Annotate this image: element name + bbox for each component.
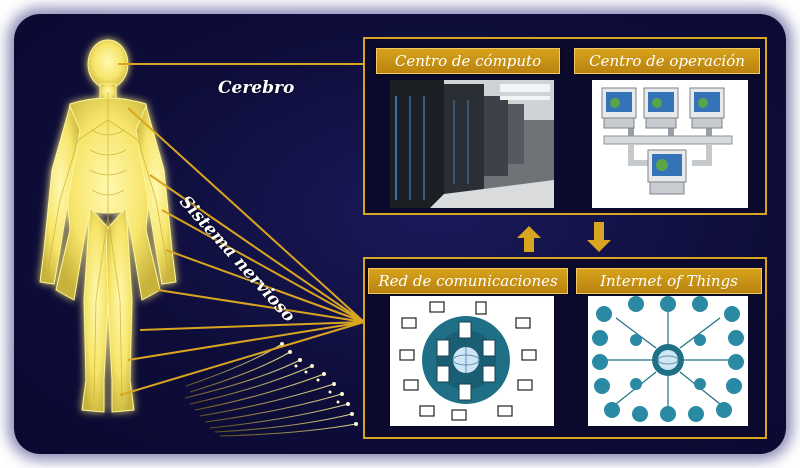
computing-center-label: Centro de cómputo — [376, 48, 560, 74]
fiber-optic-bundle — [184, 343, 357, 437]
communications-network-label: Red de comunicaciones — [368, 268, 568, 294]
globe-icon — [452, 347, 480, 373]
computer-icons — [399, 301, 537, 421]
arrow-up-icon — [517, 226, 541, 252]
communications-network-graphic — [390, 296, 554, 426]
iot-device-icons — [592, 296, 744, 422]
operation-center-diagram — [592, 80, 748, 208]
nerve-connector-lines — [119, 107, 365, 396]
monitor-icon — [601, 87, 637, 129]
iot-graphic — [588, 296, 748, 426]
server-icons — [436, 321, 496, 401]
data-center-photo — [390, 80, 554, 208]
brain-label: Cerebro — [218, 78, 295, 98]
monitor-icon — [689, 87, 725, 129]
globe-icon — [657, 350, 679, 370]
fiber-optic-tips — [280, 342, 358, 426]
iot-label: Internet of Things — [576, 268, 762, 294]
operation-center-label: Centro de operación — [574, 48, 760, 74]
nerve-network — [47, 92, 169, 401]
monitor-icon — [643, 87, 679, 129]
monitor-icon — [647, 149, 687, 195]
arrow-down-icon — [587, 222, 611, 252]
